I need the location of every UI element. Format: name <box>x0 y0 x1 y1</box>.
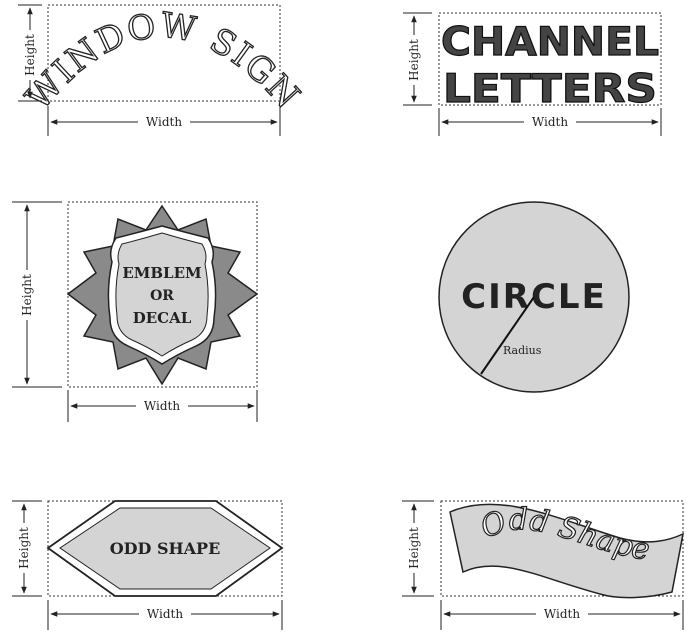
emblem-line1: EMBLEM <box>122 264 201 282</box>
panel-odd-shape-hexagon: ODD SHAPE Height Width <box>12 501 282 630</box>
circle-radius-label: Radius <box>503 344 542 357</box>
odd-shape-banner-height-label: Height <box>407 527 421 569</box>
panel-circle: CIRCLE Radius <box>439 202 629 392</box>
channel-letters-width-label: Width <box>532 115 568 129</box>
emblem-height-label: Height <box>20 274 34 316</box>
panel-channel-letters: CHANNEL LETTERS Height Width <box>403 13 661 136</box>
window-sign-width-label: Width <box>146 115 182 129</box>
channel-letters-line2: LETTERS <box>443 67 657 112</box>
panel-window-sign: WINDOW SIGN Height Width <box>18 5 308 136</box>
emblem-line2: OR <box>150 288 174 304</box>
panel-odd-shape-banner: Odd Shape Height Width <box>402 501 683 630</box>
channel-letters-line1: CHANNEL <box>441 20 659 65</box>
odd-shape-hexagon-width-label: Width <box>147 607 183 621</box>
odd-shape-hexagon-height-label: Height <box>17 527 31 569</box>
emblem-line3: DECAL <box>133 309 192 327</box>
channel-letters-height-label: Height <box>407 39 421 81</box>
emblem-width-label: Width <box>144 399 180 413</box>
odd-shape-hexagon-text: ODD SHAPE <box>110 539 221 558</box>
panel-emblem: EMBLEM OR DECAL Height Width <box>12 202 257 422</box>
window-sign-height-label: Height <box>23 34 37 76</box>
odd-shape-banner-width-label: Width <box>544 607 580 621</box>
